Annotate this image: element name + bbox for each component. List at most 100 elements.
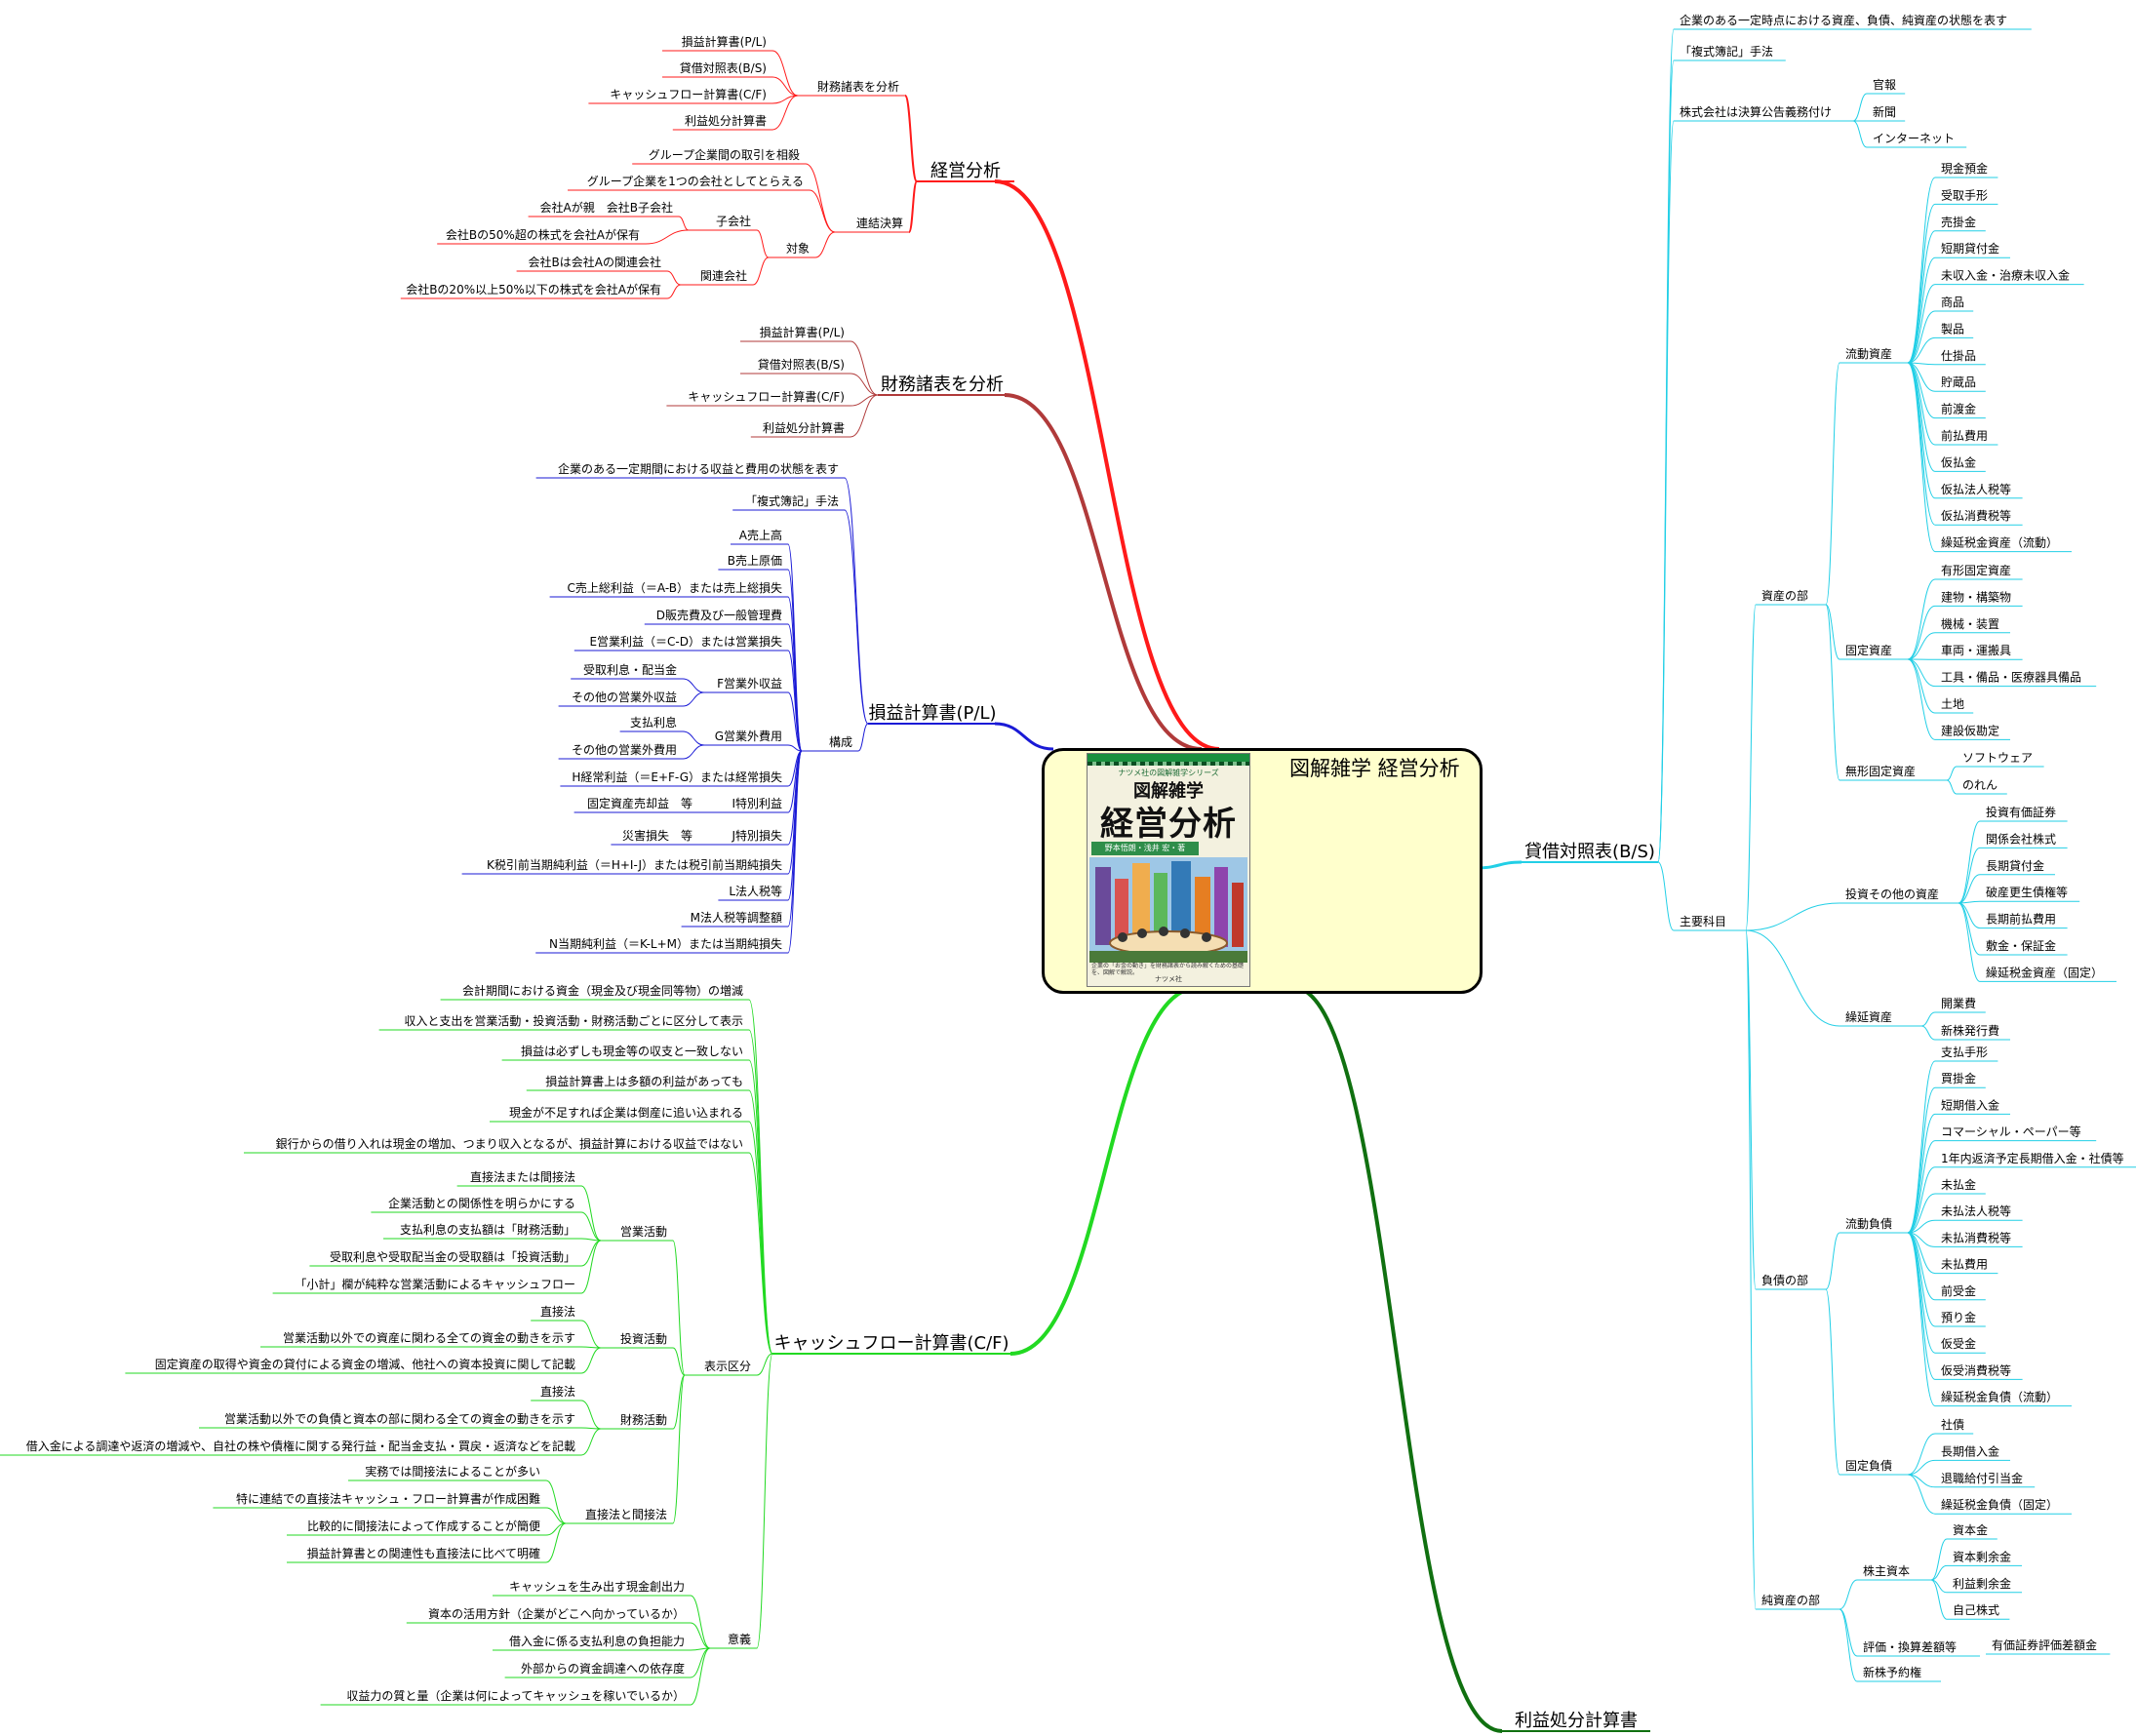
node-label[interactable]: 無形固定資産 xyxy=(1845,764,1916,778)
koukoku-item[interactable]: 新聞 xyxy=(1873,104,1896,119)
koukoku-item[interactable]: インターネット xyxy=(1873,132,1955,145)
pl-item[interactable]: K税引前当期純利益（＝H+I-J）または税引前当期純損失 xyxy=(487,857,782,872)
ryudo-fusai-item[interactable]: 未払費用 xyxy=(1941,1257,1988,1272)
cf-note[interactable]: 会計期間における資金（現金及び現金同等物）の増減 xyxy=(462,983,743,998)
branch-rieki-label[interactable]: 利益処分計算書 xyxy=(1515,1711,1638,1731)
pl-subitem[interactable]: 固定資産売却益 等 xyxy=(587,796,692,810)
zaimu-item[interactable]: 貸借対照表(B/S) xyxy=(758,357,845,372)
pl-item[interactable]: M法人税等調整額 xyxy=(691,910,782,925)
kurinobe-item[interactable]: 新株発行費 xyxy=(1941,1023,1999,1038)
zaimu-item[interactable]: 貸借対照表(B/S) xyxy=(680,60,767,75)
pl-item[interactable]: B売上原価 xyxy=(728,553,782,568)
node-label[interactable]: 固定資産 xyxy=(1845,643,1892,657)
pl-item[interactable]: A売上高 xyxy=(739,528,782,542)
ryudo-fusai-item[interactable]: 繰延税金負債（流動） xyxy=(1941,1390,2058,1404)
cf-eigyo-item[interactable]: 受取利息や受取配当金の受取額は「投資活動」 xyxy=(330,1249,575,1264)
cf-note[interactable]: 収入と支出を営業活動・投資活動・財務活動ごとに区分して表示 xyxy=(404,1013,743,1028)
cf-igi-item[interactable]: 外部からの資金調達への依存度 xyxy=(521,1661,685,1676)
node-label[interactable]: 表示区分 xyxy=(704,1360,751,1373)
cf-igi-item[interactable]: 収益力の質と量（企業は何によってキャッシュを稼いでいるか） xyxy=(346,1688,685,1703)
cf-zaimu-item[interactable]: 借入金による調達や返済の増減や、自社の株や債権に関する発行益・配当金支払・買戻・… xyxy=(26,1439,575,1453)
ryudo-shisan-item[interactable]: 前渡金 xyxy=(1941,402,1976,416)
pl-item[interactable]: H経常利益（＝E+F-G）または経常損失 xyxy=(572,769,782,784)
toshi-item[interactable]: 長期貸付金 xyxy=(1986,858,2044,873)
node-label[interactable]: F営業外収益 xyxy=(717,677,782,690)
mukei-item[interactable]: ソフトウェア xyxy=(1962,751,2033,765)
koukoku-item[interactable]: 官報 xyxy=(1873,77,1896,92)
toshi-item[interactable]: 繰延税金資産（固定） xyxy=(1986,965,2103,979)
toshi-item[interactable]: 長期前払費用 xyxy=(1986,912,2056,927)
kabunushi-item[interactable]: 利益剰余金 xyxy=(1953,1576,2011,1591)
ryudo-fusai-item[interactable]: 仮受金 xyxy=(1941,1336,1976,1351)
ryudo-fusai-item[interactable]: 前受金 xyxy=(1941,1283,1976,1298)
node-label[interactable]: G営業外費用 xyxy=(715,729,782,743)
ryudo-fusai-item[interactable]: コマーシャル・ペーパー等 xyxy=(1941,1125,2081,1139)
cf-zaimu-item[interactable]: 直接法 xyxy=(540,1384,575,1399)
cf-eigyo-item[interactable]: 直接法または間接法 xyxy=(470,1169,575,1184)
ryudo-fusai-item[interactable]: 未払金 xyxy=(1941,1177,1976,1192)
pl-subitem[interactable]: その他の営業外費用 xyxy=(572,742,677,757)
cf-eigyo-item[interactable]: 企業活動との関係性を明らかにする xyxy=(388,1196,575,1210)
cf-chokusetsu-item[interactable]: 特に連結での直接法キャッシュ・フロー計算書が作成困難 xyxy=(236,1491,540,1506)
kotei-shisan-item[interactable]: 土地 xyxy=(1941,697,1964,711)
ryudo-shisan-item[interactable]: 製品 xyxy=(1941,322,1964,335)
bs-method[interactable]: 「複式簿記」手法 xyxy=(1680,44,1773,59)
node-label[interactable]: 固定負債 xyxy=(1845,1458,1892,1473)
ryudo-shisan-item[interactable]: 前払費用 xyxy=(1941,428,1988,443)
node-label[interactable]: 株主資本 xyxy=(1863,1563,1910,1578)
cf-chokusetsu-item[interactable]: 比較的に間接法によって作成することが簡便 xyxy=(307,1519,540,1533)
pl-subitem[interactable]: 受取利息・配当金 xyxy=(583,662,677,677)
kabunushi-item[interactable]: 自己株式 xyxy=(1953,1602,1999,1617)
node-label[interactable]: 純資産の部 xyxy=(1761,1593,1820,1607)
cf-eigyo-item[interactable]: 支払利息の支払額は「財務活動」 xyxy=(400,1222,575,1237)
node-label[interactable]: 資産の部 xyxy=(1761,588,1808,603)
ryudo-shisan-item[interactable]: 仮払消費税等 xyxy=(1941,508,2011,523)
kotei-shisan-item[interactable]: 工具・備品・医療器具備品 xyxy=(1941,670,2081,685)
kanren-item[interactable]: 会社Bは会社Aの関連会社 xyxy=(529,255,661,269)
ryudo-fusai-item[interactable]: 預り金 xyxy=(1941,1310,1976,1324)
kotei-shisan-item[interactable]: 建物・構築物 xyxy=(1941,589,2011,604)
cf-note[interactable]: 損益は必ずしも現金等の収支と一致しない xyxy=(521,1044,743,1058)
pl-item[interactable]: C売上総利益（＝A-B）または売上総損失 xyxy=(568,580,782,595)
ryudo-shisan-item[interactable]: 貯蔵品 xyxy=(1941,375,1976,389)
bs-def[interactable]: 企業のある一定時点における資産、負債、純資産の状態を表す xyxy=(1680,13,2007,27)
node-label[interactable]: 子会社 xyxy=(716,214,751,228)
node-label[interactable]: 主要科目 xyxy=(1680,915,1726,928)
node-label[interactable]: 投資その他の資産 xyxy=(1845,887,1939,901)
pl-item[interactable]: D販売費及び一般管理費 xyxy=(656,608,782,622)
node-label[interactable]: 構成 xyxy=(829,735,852,749)
zaimu-item[interactable]: 損益計算書(P/L) xyxy=(760,325,845,339)
cf-chokusetsu-item[interactable]: 実務では間接法によることが多い xyxy=(365,1464,540,1479)
node-label[interactable]: 意義 xyxy=(728,1632,751,1646)
zaimu-item[interactable]: キャッシュフロー計算書(C/F) xyxy=(610,87,767,101)
cf-toshi-item[interactable]: 直接法 xyxy=(540,1304,575,1319)
branch-keiei-label[interactable]: 経営分析 xyxy=(930,161,1001,181)
cf-chokusetsu-item[interactable]: 損益計算書との関連性も直接法に比べて明確 xyxy=(307,1546,540,1560)
toshi-item[interactable]: 関係会社株式 xyxy=(1986,831,2056,846)
branch-zaimu-label[interactable]: 財務諸表を分析 xyxy=(881,375,1004,395)
node-label[interactable]: 営業活動 xyxy=(620,1225,667,1239)
kanren-item[interactable]: 会社Bの20%以上50%以下の株式を会社Aが保有 xyxy=(406,282,661,296)
node-label[interactable]: 株式会社は決算公告義務付け xyxy=(1680,104,1832,119)
kabunushi-item[interactable]: 資本金 xyxy=(1953,1522,1988,1537)
ryudo-shisan-item[interactable]: 仮払法人税等 xyxy=(1941,483,2011,496)
kotei-shisan-item[interactable]: 車両・運搬具 xyxy=(1941,643,2011,657)
toshi-item[interactable]: 敷金・保証金 xyxy=(1986,938,2056,953)
ryudo-fusai-item[interactable]: 短期借入金 xyxy=(1941,1097,1999,1112)
node-label[interactable]: 関連会社 xyxy=(700,268,747,283)
mukei-item[interactable]: のれん xyxy=(1962,778,1998,792)
ryudo-fusai-item[interactable]: 買掛金 xyxy=(1941,1071,1976,1085)
zaimu-item[interactable]: 利益処分計算書 xyxy=(763,420,845,435)
node-label[interactable]: 対象 xyxy=(786,242,810,256)
node-label[interactable]: 繰延資産 xyxy=(1845,1009,1892,1024)
zaimu-item[interactable]: 損益計算書(P/L) xyxy=(682,34,767,49)
pl-def[interactable]: 企業のある一定期間における収益と費用の状態を表す xyxy=(558,461,839,476)
kogaisha-item[interactable]: 会社Bの50%超の株式を会社Aが保有 xyxy=(446,227,640,242)
renketsu-item[interactable]: グループ企業間の取引を相殺 xyxy=(649,147,800,162)
branch-bs-label[interactable]: 貸借対照表(B/S) xyxy=(1524,842,1655,862)
node-label[interactable]: 連結決算 xyxy=(856,216,903,230)
cf-eigyo-item[interactable]: 「小計」欄が純粋な営業活動によるキャッシュフロー xyxy=(295,1277,575,1291)
hyoka-item[interactable]: 有価証券評価差額金 xyxy=(1992,1637,2097,1652)
ryudo-shisan-item[interactable]: 仕掛品 xyxy=(1941,348,1976,363)
node-label[interactable]: 流動資産 xyxy=(1845,346,1892,361)
